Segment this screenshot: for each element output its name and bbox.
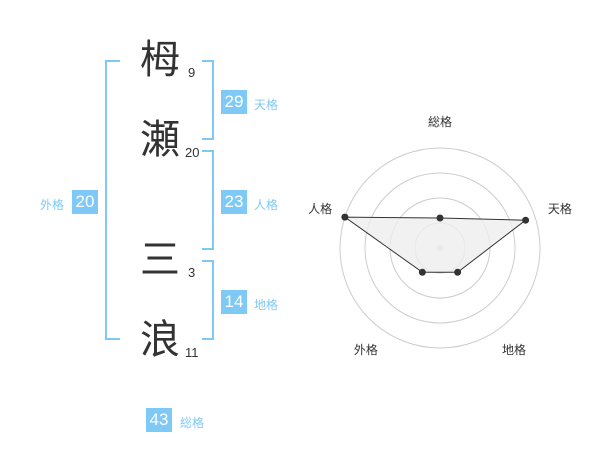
name-char-1-strokes: 9	[188, 65, 196, 80]
name-char-2-strokes: 20	[185, 145, 200, 160]
radar-axis-label-2: 天格	[548, 201, 572, 216]
chikaku-bracket	[202, 260, 214, 340]
name-char-2: 瀬	[140, 117, 180, 163]
radar-point-2	[522, 216, 530, 224]
radar-series-polygon	[343, 216, 528, 273]
soukaku-label: 総格	[180, 416, 205, 430]
name-char-3: 三	[140, 237, 180, 283]
name-char-1: 栂	[140, 37, 180, 83]
radar-point-4	[418, 268, 426, 276]
name-char-3-strokes: 3	[188, 265, 196, 280]
radar-point-3	[454, 268, 462, 276]
tenkaku-label: 天格	[254, 98, 279, 112]
radar-axis-label-1: 総格	[428, 114, 452, 129]
gaikaku-value-badge: 20	[72, 190, 98, 214]
radar-point-5	[341, 213, 349, 221]
tenkaku-value-badge: 29	[221, 90, 247, 114]
chikaku-label: 地格	[254, 298, 279, 312]
radar-axis-label-5: 人格	[308, 201, 332, 216]
chikaku-value-badge: 14	[221, 290, 247, 314]
jinkaku-label: 人格	[254, 198, 279, 212]
gaikaku-bracket	[105, 60, 120, 340]
jinkaku-bracket	[202, 150, 214, 250]
radar-axis-label-4: 外格	[354, 342, 378, 357]
name-char-4: 浪	[140, 317, 180, 363]
radar-ring	[364, 172, 516, 324]
jinkaku-value-badge: 23	[221, 190, 247, 214]
radar-axis-label-3: 地格	[502, 342, 526, 357]
tenkaku-bracket	[202, 60, 214, 140]
soukaku-value-badge: 43	[146, 408, 172, 432]
radar-point-1	[436, 214, 444, 222]
gaikaku-label: 外格	[40, 198, 65, 212]
name-char-4-strokes: 11	[185, 345, 199, 360]
radar-ring	[339, 147, 541, 349]
